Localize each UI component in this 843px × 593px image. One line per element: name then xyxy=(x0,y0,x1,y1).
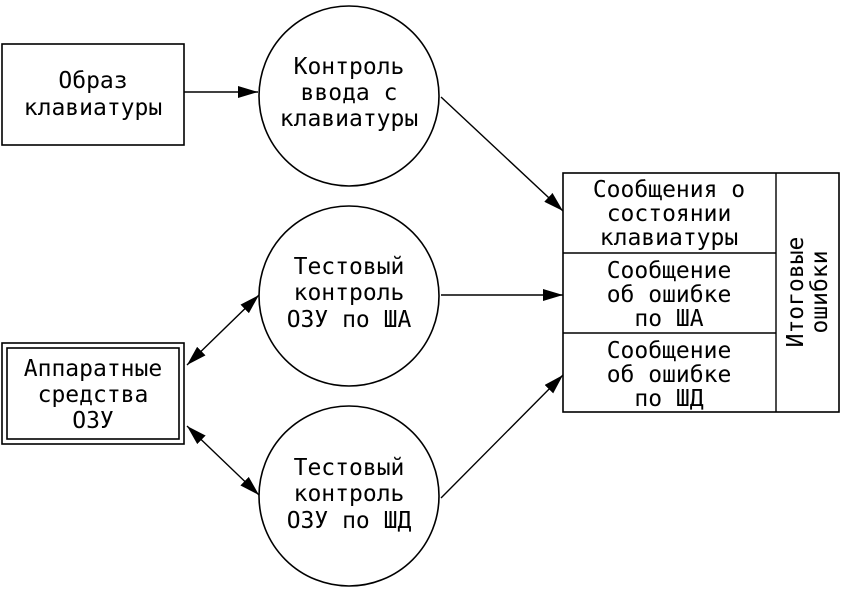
keyboard-image-box: Образ клавиатуры xyxy=(1,43,185,146)
test-sha-line3: ОЗУ по ША xyxy=(287,307,412,333)
arrow-shd-to-messages xyxy=(440,374,564,499)
address-bus-error-message: Сообщение об ошибке по ША xyxy=(607,258,732,332)
summary-line2: ошибки xyxy=(807,250,833,333)
test-shd-line3: ОЗУ по ШД xyxy=(287,508,412,534)
data-error-line2: об ошибке xyxy=(607,362,732,388)
test-shd-line2: контроль xyxy=(294,481,405,507)
summary-line1: Итоговые xyxy=(783,237,809,348)
keyboard-control-line1: Контроль xyxy=(294,54,405,80)
test-data-bus-process: Тестовый контроль ОЗУ по ШД xyxy=(258,405,440,587)
hardware-ram-line1: Аппаратные xyxy=(24,356,162,382)
arrow-hardware-sha xyxy=(186,294,260,366)
keyboard-control-line3: клавиатуры xyxy=(280,106,418,132)
test-address-bus-process: Тестовый контроль ОЗУ по ША xyxy=(258,205,440,387)
keyboard-state-line3: клавиатуры xyxy=(600,225,738,251)
hardware-ram-box: Аппаратные средства ОЗУ xyxy=(1,342,185,445)
keyboard-state-line2: состоянии xyxy=(607,201,732,227)
address-error-line2: об ошибке xyxy=(607,282,732,308)
keyboard-control-line2: ввода с xyxy=(301,80,398,106)
keyboard-state-messages: Сообщения о состоянии клавиатуры xyxy=(593,177,745,251)
address-error-line1: Сообщение xyxy=(607,258,732,284)
test-shd-line1: Тестовый xyxy=(294,455,405,481)
data-error-line1: Сообщение xyxy=(607,338,732,364)
keyboard-control-process: Контроль ввода с клавиатуры xyxy=(258,5,440,187)
test-sha-line1: Тестовый xyxy=(294,254,405,280)
data-error-line3: по ШД xyxy=(634,386,703,412)
keyboard-image-line1: Образ xyxy=(58,68,127,94)
messages-store: Сообщения о состоянии клавиатуры Сообщен… xyxy=(562,172,840,413)
address-error-line3: по ША xyxy=(634,306,703,332)
hardware-ram-line3: ОЗУ xyxy=(72,408,114,434)
hardware-ram-line2: средства xyxy=(38,382,149,408)
summary-errors-label: Итоговые ошибки xyxy=(783,237,833,348)
test-sha-line2: контроль xyxy=(294,280,405,306)
arrow-hardware-shd xyxy=(186,425,260,496)
keyboard-image-line2: клавиатуры xyxy=(24,95,162,121)
keyboard-state-line1: Сообщения о xyxy=(593,177,745,203)
arrow-control-to-messages xyxy=(440,96,564,212)
data-bus-error-message: Сообщение об ошибке по ШД xyxy=(607,338,732,412)
